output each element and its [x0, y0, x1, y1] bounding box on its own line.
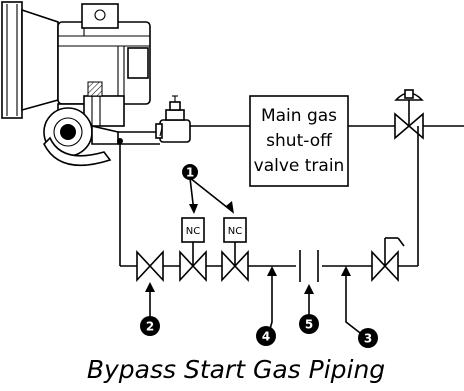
manual-shutoff-valve	[136, 249, 164, 283]
main-valve-train-label-1: Main gas	[261, 106, 337, 126]
callout-2: 2	[140, 282, 160, 336]
callout-2-badge	[140, 316, 160, 336]
main-valve-train-label-3: valve train	[254, 156, 345, 176]
callout-1-number: 1	[186, 166, 194, 180]
callout-1-badge	[182, 164, 198, 180]
main-valve-train-box	[249, 95, 349, 187]
callout-4-badge	[256, 326, 276, 346]
callout-3-number: 3	[364, 332, 372, 346]
solenoid-valve-1: NC	[179, 217, 207, 283]
callout-2-number: 2	[146, 320, 154, 334]
callout-5-number: 5	[305, 318, 313, 332]
solenoid-1-box	[181, 217, 205, 243]
callout-4: 4	[256, 266, 277, 346]
solenoid-1-label: NC	[186, 226, 200, 237]
diagram-caption: Bypass Start Gas Piping	[87, 355, 385, 384]
main-gas-line: Main gas shut-off valve train	[190, 95, 464, 187]
callout-3-badge	[358, 328, 378, 348]
main-line-regulator-valve	[394, 89, 424, 140]
callout-5-badge	[299, 314, 319, 334]
pilot-regulator-valve	[371, 237, 405, 283]
callout-1: 1	[182, 164, 234, 214]
callout-3: 3	[341, 266, 378, 348]
main-valve-train-label-2: shut-off	[266, 131, 333, 151]
callout-5: 5	[299, 284, 319, 334]
solenoid-2-label: NC	[228, 226, 242, 237]
solenoid-valve-2: NC	[221, 217, 249, 283]
callout-4-number: 4	[262, 330, 270, 344]
solenoid-2-box	[223, 217, 247, 243]
burner-drawing	[1, 1, 191, 167]
